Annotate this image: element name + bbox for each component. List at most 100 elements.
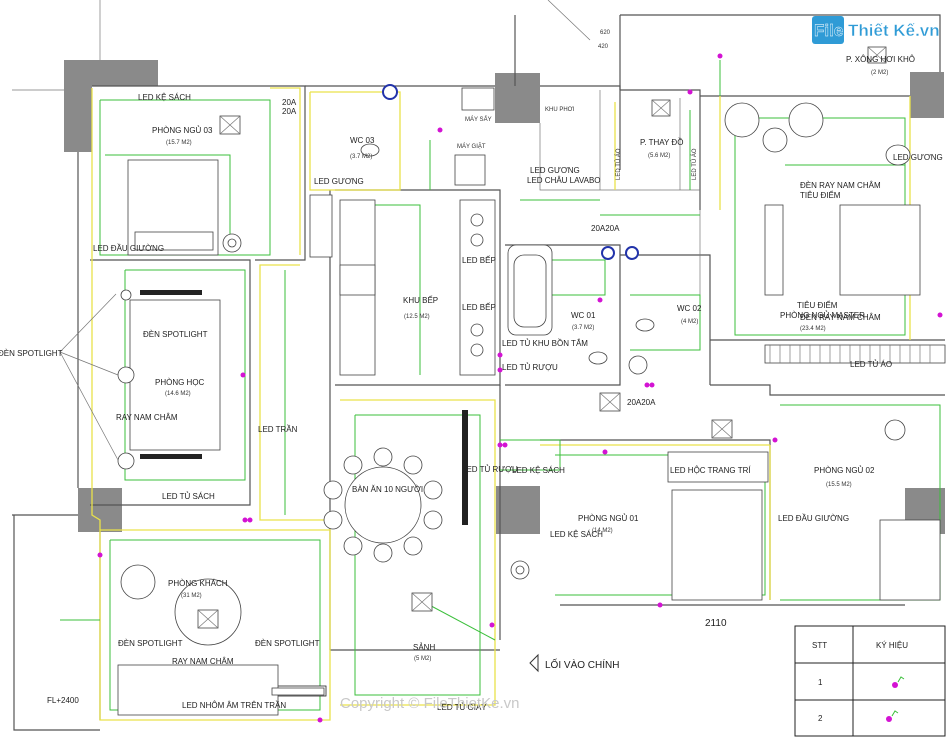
room-name: PHÒNG KHÁCH xyxy=(168,579,228,588)
armchair xyxy=(788,102,824,138)
room-name: KHU BẾP xyxy=(403,295,438,305)
outlet-symbol-icon xyxy=(886,710,899,722)
room-name: WC 01 xyxy=(571,311,596,320)
wardrobe xyxy=(764,344,946,364)
room-name: PHÒNG NGỦ 03 xyxy=(152,126,213,135)
shelf xyxy=(309,194,333,258)
legend-header-symbol: KÝ HIỆU xyxy=(876,641,908,650)
hob xyxy=(470,213,484,227)
label: LED TRẦN xyxy=(258,424,298,434)
room-area: (15.5 M2) xyxy=(826,482,852,488)
label: 20A20A xyxy=(591,224,620,233)
label: 420 xyxy=(598,44,609,50)
rail xyxy=(140,454,202,459)
chair xyxy=(884,419,906,441)
room-name: WC 02 xyxy=(677,304,702,313)
dining-table xyxy=(344,466,422,544)
leader-lines xyxy=(59,0,591,461)
outlet xyxy=(717,53,723,59)
annotation-labels: LED KỆ SÁCH LED ĐẦU GIƯỜNG ĐÈN SPOTLIGHT… xyxy=(0,30,943,712)
label: ĐÈN SPOTLIGHT xyxy=(118,639,183,648)
toilet xyxy=(588,351,608,365)
outlet xyxy=(317,717,323,723)
side-table xyxy=(227,238,237,248)
outlet xyxy=(597,297,603,303)
room-name: BÀN ĂN 10 NGƯỜI xyxy=(352,485,423,494)
piano xyxy=(271,687,325,696)
label: LED TỦ RƯỢU xyxy=(462,465,518,474)
label: LED ĐẦU GIƯỜNG xyxy=(778,513,849,523)
room-name: PHÒNG NGỦ 01 xyxy=(578,514,639,523)
room-name: P. THAY ĐỒ xyxy=(640,137,683,147)
ceiling-light xyxy=(599,392,621,412)
brand-logo-text: File Thiết Kế.vn xyxy=(814,21,940,40)
spot xyxy=(117,366,135,384)
desk xyxy=(667,451,769,483)
copyright-watermark: Copyright © FileThietKe.vn xyxy=(340,695,519,712)
room-area: (3.7 M2) xyxy=(572,325,594,331)
label: ĐÈN RAY NAM CHÂM xyxy=(800,181,881,190)
outlet xyxy=(489,622,495,628)
ceiling-light xyxy=(197,609,219,629)
label: LED ĐẦU GIƯỜNG xyxy=(93,243,164,253)
spot xyxy=(120,289,132,301)
structure xyxy=(12,0,945,731)
room-name: WC 03 xyxy=(350,136,375,145)
label: ĐÈN SPOTLIGHT xyxy=(143,330,208,339)
dining-chairs xyxy=(323,447,443,563)
pillow xyxy=(134,231,214,251)
label: LED TỦ GIÀY xyxy=(437,703,487,712)
armchair xyxy=(724,102,760,138)
label: LED TỦ ÁO xyxy=(850,360,892,369)
outlet xyxy=(644,382,650,388)
label: ĐÈN SPOTLIGHT xyxy=(0,349,63,358)
washing-machine xyxy=(628,355,648,375)
label: FL+2400 xyxy=(47,696,79,705)
outlet xyxy=(497,367,503,373)
label: KHU PHƠI xyxy=(545,107,575,113)
hob xyxy=(470,323,484,337)
label: LED TỦ SÁCH xyxy=(162,492,215,501)
label: LED GƯƠNG xyxy=(314,177,364,186)
label: LED GƯƠNG xyxy=(530,166,580,175)
furniture xyxy=(117,87,946,716)
outlet xyxy=(649,382,655,388)
bed xyxy=(839,204,921,296)
room-area: (12.5 M2) xyxy=(404,314,430,320)
outlet xyxy=(497,352,503,358)
ceiling-light xyxy=(711,419,733,439)
label: LED KỆ SÁCH xyxy=(512,466,565,475)
room-area: (23.4 M2) xyxy=(800,326,826,332)
room-name: PHÒNG NGỦ MASTER xyxy=(780,311,865,320)
label: LỐI VÀO CHÍNH xyxy=(545,657,619,671)
dryer xyxy=(461,87,495,111)
label: ĐÈN RAY NAM CHÂM xyxy=(800,313,881,322)
column xyxy=(910,72,944,118)
basin xyxy=(885,144,911,166)
room-name: SẢNH xyxy=(413,643,435,652)
outlet xyxy=(497,442,503,448)
column xyxy=(496,486,540,534)
label: MÁY SẤY xyxy=(465,116,492,123)
label: 20A20A xyxy=(627,398,656,407)
legend-table: STT KÝ HIỆU 1 2 xyxy=(794,625,946,737)
bench xyxy=(764,204,784,296)
label: LED KỆ SÁCH xyxy=(550,530,603,539)
hob xyxy=(470,233,484,247)
room-area: (31 M2) xyxy=(181,593,202,599)
label: LED TỦ RƯỢU xyxy=(502,363,558,372)
basin xyxy=(515,565,525,575)
label: TIÊU ĐIỂM xyxy=(800,191,841,200)
outlets xyxy=(97,53,943,723)
label: TIÊU ĐIỂM xyxy=(797,301,838,310)
label: LED NHÔM ÂM TRÊN TRẦN xyxy=(182,700,286,710)
ceiling-light xyxy=(219,115,241,135)
outlet xyxy=(240,372,246,378)
label: LED HỘC TRANG TRÍ xyxy=(670,466,751,475)
exhaust-fan xyxy=(601,246,615,260)
label: LED KỆ SÁCH xyxy=(138,93,191,102)
label: LED GƯƠNG xyxy=(893,153,943,162)
room-name: P. XÔNG HƠI KHÔ xyxy=(846,55,915,64)
brand-logo: File Thiết Kế.vn xyxy=(812,16,940,44)
label: LED TỦ KHU BỒN TẮM xyxy=(502,338,588,348)
